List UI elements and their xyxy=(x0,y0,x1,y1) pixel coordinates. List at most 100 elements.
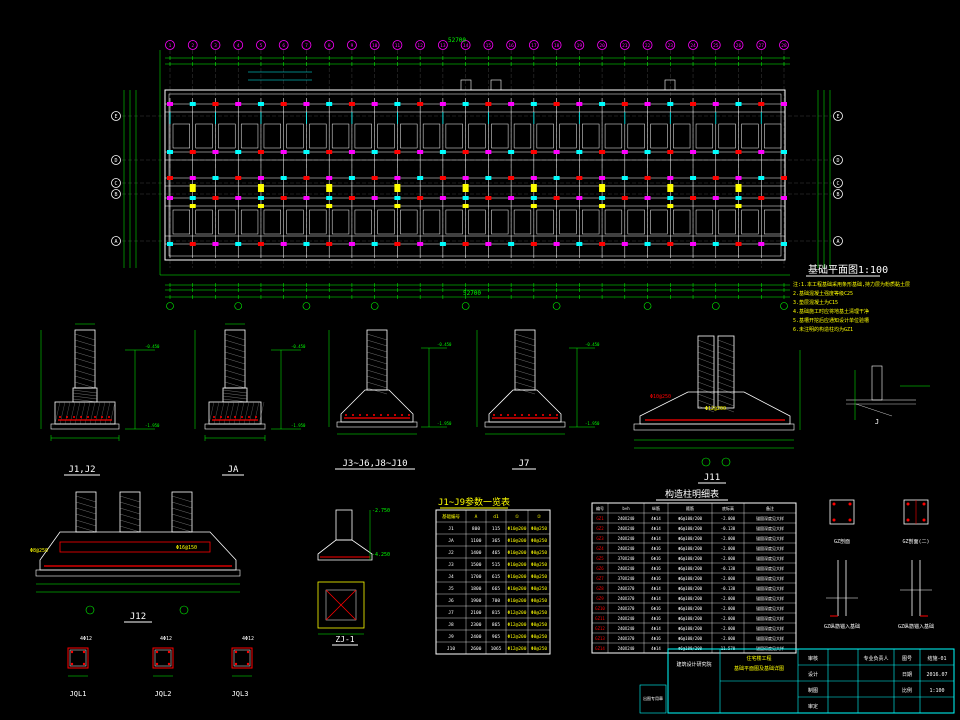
column-mark xyxy=(462,242,469,246)
table-cell: 865 xyxy=(492,622,500,628)
rebar-dot xyxy=(66,416,68,418)
table-cell: J5 xyxy=(448,586,454,592)
table-cell: GZ4 xyxy=(596,546,604,551)
hatch xyxy=(171,495,193,503)
rebar-dot xyxy=(352,414,354,416)
column-mark xyxy=(235,150,242,154)
table-cell: 4Φ16 xyxy=(651,546,661,551)
column-mark xyxy=(167,196,173,200)
table-cell: GZ6 xyxy=(596,566,604,571)
column-mark xyxy=(189,176,196,180)
column-mark xyxy=(690,102,697,106)
table-header: 备注 xyxy=(766,505,774,511)
table-cell: 240X240 xyxy=(618,616,635,621)
column-mark xyxy=(735,184,742,188)
column-mark xyxy=(462,150,469,154)
column-mark xyxy=(712,102,719,106)
column-mark xyxy=(530,188,537,192)
table-cell: Φ8@250 xyxy=(531,646,548,652)
table-cell: -2.000 xyxy=(721,596,736,601)
column-mark xyxy=(394,150,401,154)
axis-bubble xyxy=(370,302,379,310)
room-footing xyxy=(400,123,418,149)
concrete-pad xyxy=(204,423,266,430)
axis-grid-lines xyxy=(122,50,832,268)
room-footing xyxy=(513,123,532,149)
column-mark xyxy=(553,196,560,200)
hatch xyxy=(222,398,248,403)
hatch xyxy=(222,389,248,394)
column-mark xyxy=(303,196,310,200)
hatch xyxy=(119,501,141,509)
pile-cap-plan xyxy=(317,581,365,629)
column-mark xyxy=(621,176,628,180)
stamp-box xyxy=(639,684,667,714)
axis-bubble xyxy=(278,40,289,50)
table-cell: 4Φ16 xyxy=(651,566,661,571)
column-mark xyxy=(417,102,424,106)
plan-note: 4.基础施工时应将地基土清理干净 xyxy=(793,308,869,315)
tb-reviewer: 审定 xyxy=(808,703,818,710)
column-mark xyxy=(644,196,651,200)
rebar-dot xyxy=(255,416,257,418)
detail-label-zj1: ZJ-1 xyxy=(335,635,354,644)
axis-letter: E xyxy=(114,114,117,120)
column-mark xyxy=(257,176,264,180)
axis-bubble xyxy=(324,40,335,50)
hatch xyxy=(224,369,246,377)
table-cell: 锚固深度见大样 xyxy=(756,645,784,651)
table-cell: J9 xyxy=(448,634,454,640)
column-mark xyxy=(235,102,242,106)
column-mark xyxy=(417,176,424,180)
hatch xyxy=(366,351,388,359)
hatch xyxy=(79,401,86,425)
room-footing xyxy=(377,123,395,149)
elevation: -0.450 xyxy=(145,344,160,349)
rebar-dot xyxy=(73,416,75,418)
column-mark xyxy=(280,176,287,180)
column-mark xyxy=(189,184,196,188)
rebar-dot xyxy=(82,662,86,666)
column-table-title: 构造柱明细表 xyxy=(665,488,719,500)
table-cell: Φ12@200 xyxy=(508,622,527,628)
hatch xyxy=(224,381,246,389)
axis-bubble xyxy=(551,40,562,50)
column-mark xyxy=(690,196,697,200)
axis-bubble xyxy=(619,40,630,50)
hatch xyxy=(248,401,255,425)
column-mark xyxy=(758,176,765,180)
rebar-dot xyxy=(246,662,250,666)
hatch xyxy=(74,363,96,371)
table-cell: Φ8@250 xyxy=(531,526,548,532)
column-mark xyxy=(712,150,719,154)
detail-label-jql3: JQL3 xyxy=(232,690,249,698)
column-mark xyxy=(690,176,697,180)
hatch xyxy=(222,395,248,400)
table-cell: 4Φ14 xyxy=(651,626,661,631)
detail-label-ja: JA xyxy=(228,465,239,475)
column-body xyxy=(75,491,97,533)
detail-label-j7: J7 xyxy=(519,459,530,469)
hatch xyxy=(366,369,388,377)
column-mark xyxy=(508,176,515,180)
table-cell: GZ7 xyxy=(596,576,604,581)
table-cell: 锚固深度见大样 xyxy=(756,525,784,531)
column-mark xyxy=(417,242,424,246)
rebar-dot xyxy=(234,662,238,666)
rebar-dot xyxy=(408,414,410,416)
rebar-dot xyxy=(167,650,171,654)
axis-number: 18 xyxy=(554,43,560,49)
column-mark xyxy=(758,242,765,246)
column-mark xyxy=(303,176,310,180)
elevation: -0.450 xyxy=(291,344,306,349)
axis-number: 7 xyxy=(305,43,308,49)
column-mark xyxy=(667,176,674,180)
wall-body xyxy=(871,365,883,401)
axis-bubble xyxy=(833,178,843,188)
column-mark xyxy=(326,188,333,192)
table-cell: 240X240 xyxy=(618,516,635,521)
room-footing xyxy=(718,209,736,235)
hatch xyxy=(72,398,98,403)
table-cell: 锚固深度见大样 xyxy=(756,555,784,561)
hatch xyxy=(224,339,246,347)
